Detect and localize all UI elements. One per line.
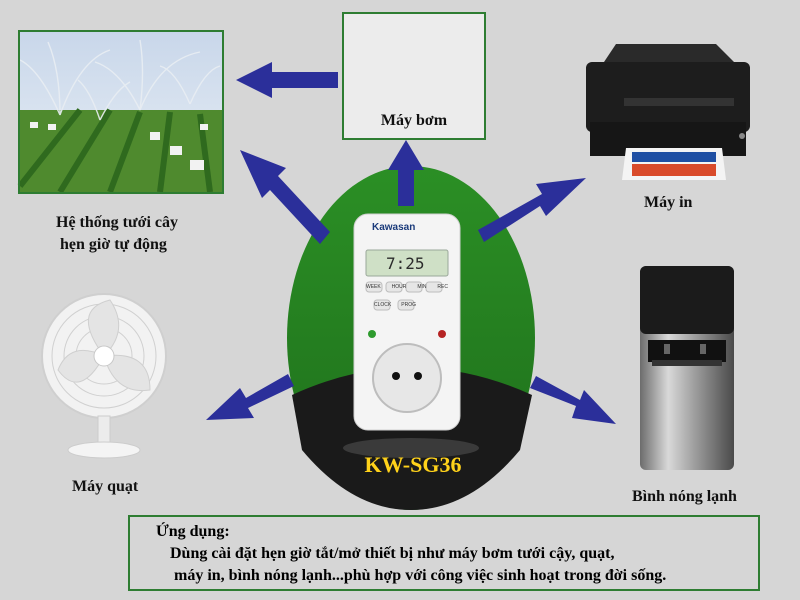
printer-label: Máy in xyxy=(644,194,693,211)
pump-label: Máy bơm xyxy=(380,112,448,129)
arrow-to-irrigation xyxy=(240,150,330,244)
pump-frame: Máy bơm xyxy=(342,12,486,140)
irrigation-label-line1: Hệ thống tưới cây xyxy=(56,214,179,231)
note-title: Ứng dụng: xyxy=(156,523,230,540)
timer-button-hour[interactable]: HOUR xyxy=(391,284,407,290)
timer-buttons-row1: WEEK HOUR MIN REC xyxy=(366,284,448,290)
arrows xyxy=(206,62,616,424)
arrow-pump-to-irrigation xyxy=(236,62,338,98)
note-line2: máy in, bình nóng lạnh...phù hợp với côn… xyxy=(174,567,667,584)
irrigation-label-line2: hẹn giờ tự động xyxy=(60,236,167,253)
timer-display: 7:25 xyxy=(386,254,425,273)
arrow-to-water-heater xyxy=(530,376,616,424)
timer-button-rec[interactable]: REC xyxy=(437,284,448,290)
timer-button-clock[interactable]: CLOCK xyxy=(374,302,392,308)
model-label: KW-SG36 xyxy=(364,452,462,477)
timer-brand: Kawasan xyxy=(372,222,416,233)
note-line1: Dùng cài đặt hẹn giờ tắt/mở thiết bị như… xyxy=(170,545,615,562)
timer-button-week[interactable]: WEEK xyxy=(366,284,381,290)
application-note: Ứng dụng: Dùng cài đặt hẹn giờ tắt/mở th… xyxy=(128,515,760,591)
timer-button-min[interactable]: MIN xyxy=(417,284,427,290)
fan-label: Máy quạt xyxy=(72,478,139,495)
water-heater-label: Bình nóng lạnh xyxy=(632,488,737,505)
irrigation-image xyxy=(17,32,222,194)
irrigation-frame xyxy=(18,30,224,194)
arrow-to-printer xyxy=(478,178,586,242)
timer-buttons-row2: CLOCK PROG xyxy=(374,302,416,308)
fan-image xyxy=(41,293,167,459)
timer-socket-image xyxy=(353,213,461,431)
arrow-to-fan xyxy=(206,374,294,420)
printer-image xyxy=(586,44,750,180)
arrow-to-pump xyxy=(388,140,424,206)
water-heater-image xyxy=(640,266,734,470)
timer-button-prog[interactable]: PROG xyxy=(401,302,416,308)
